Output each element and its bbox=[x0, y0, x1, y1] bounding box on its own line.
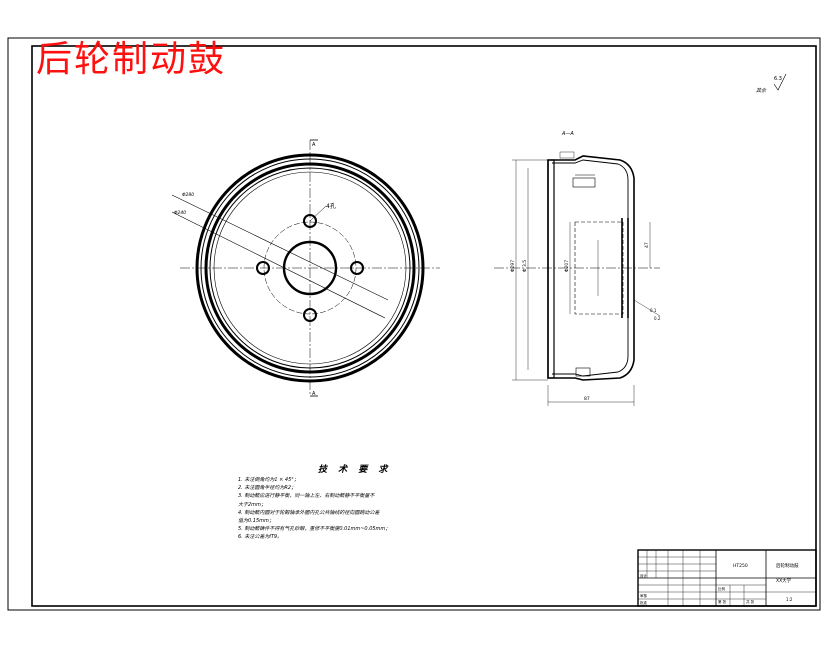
outer-border bbox=[7, 37, 821, 611]
requirement-item: 2. 未注圆角半径均为R2； bbox=[238, 485, 297, 492]
drawing-title: 后轮制动鼓 bbox=[36, 39, 227, 80]
dim-inner-diameter: Φ207 bbox=[564, 260, 570, 272]
requirements-list: 1. 未注倒角均为1 × 45°； 2. 未注圆角半径均为R2； 3. 制动鼓应… bbox=[238, 476, 448, 542]
title-block-weight: 共 张 bbox=[746, 599, 755, 604]
title-block-school: XX大学 bbox=[776, 577, 792, 584]
diameter-label-b: Φ240 bbox=[174, 210, 186, 216]
section-label: A—A bbox=[561, 131, 574, 137]
title-block-checked: 审核 bbox=[640, 593, 648, 598]
title-block-part-name: 后轮制动鼓 bbox=[776, 562, 799, 569]
dim-right-a: 0.1 bbox=[650, 308, 657, 313]
title-block-drawn: 设计 bbox=[640, 573, 648, 578]
diameter-label-a: Φ280 bbox=[182, 192, 194, 198]
title-block-sheet: 第 张 bbox=[718, 599, 727, 604]
dim-height-b: Φ 3.5 bbox=[522, 260, 528, 272]
dim-width-a: 87 bbox=[584, 396, 590, 402]
title-block bbox=[637, 549, 817, 607]
dim-height-a: Φ297 bbox=[510, 260, 516, 272]
roughness-value: 6.3 bbox=[774, 76, 782, 82]
title-block-ratio: 1:2 bbox=[786, 597, 793, 602]
roughness-symbol bbox=[773, 73, 787, 91]
requirement-item: 大于2mm； bbox=[238, 501, 266, 508]
title-block-approved: 批准 bbox=[640, 600, 648, 605]
front-view bbox=[171, 139, 440, 397]
requirement-item: 4. 制动鼓内圆对于轮毂轴承外圈内孔公共轴线的径向圆跳动公差 bbox=[238, 509, 380, 516]
requirement-item: 值为0.15mm； bbox=[238, 518, 274, 525]
requirements-title: 技 术 要 求 bbox=[318, 465, 392, 475]
dim-right-b: 0.2 bbox=[654, 316, 661, 321]
hole-label: 4孔 bbox=[326, 202, 336, 210]
title-block-scale: 比例 bbox=[718, 586, 726, 591]
cut-mark-top: A bbox=[312, 142, 316, 148]
section-view bbox=[494, 151, 661, 406]
dim-width-b: 47 bbox=[644, 242, 650, 248]
requirement-item: 3. 制动鼓应进行静平衡，同一轴上左、右制动鼓静不平衡量不 bbox=[238, 493, 375, 500]
roughness-note: 其余 bbox=[756, 87, 767, 94]
requirement-item: 1. 未注倒角均为1 × 45°； bbox=[238, 477, 299, 483]
cut-mark-bottom: A bbox=[312, 391, 316, 397]
title-block-material: HT250 bbox=[733, 563, 748, 569]
requirement-item: 6. 未注公差为IT9。 bbox=[238, 534, 283, 541]
inner-border bbox=[31, 45, 817, 607]
requirement-item: 5. 制动鼓铸件不得有气孔砂眼，重修不平衡度0.01mm~0.05mm； bbox=[238, 526, 391, 533]
